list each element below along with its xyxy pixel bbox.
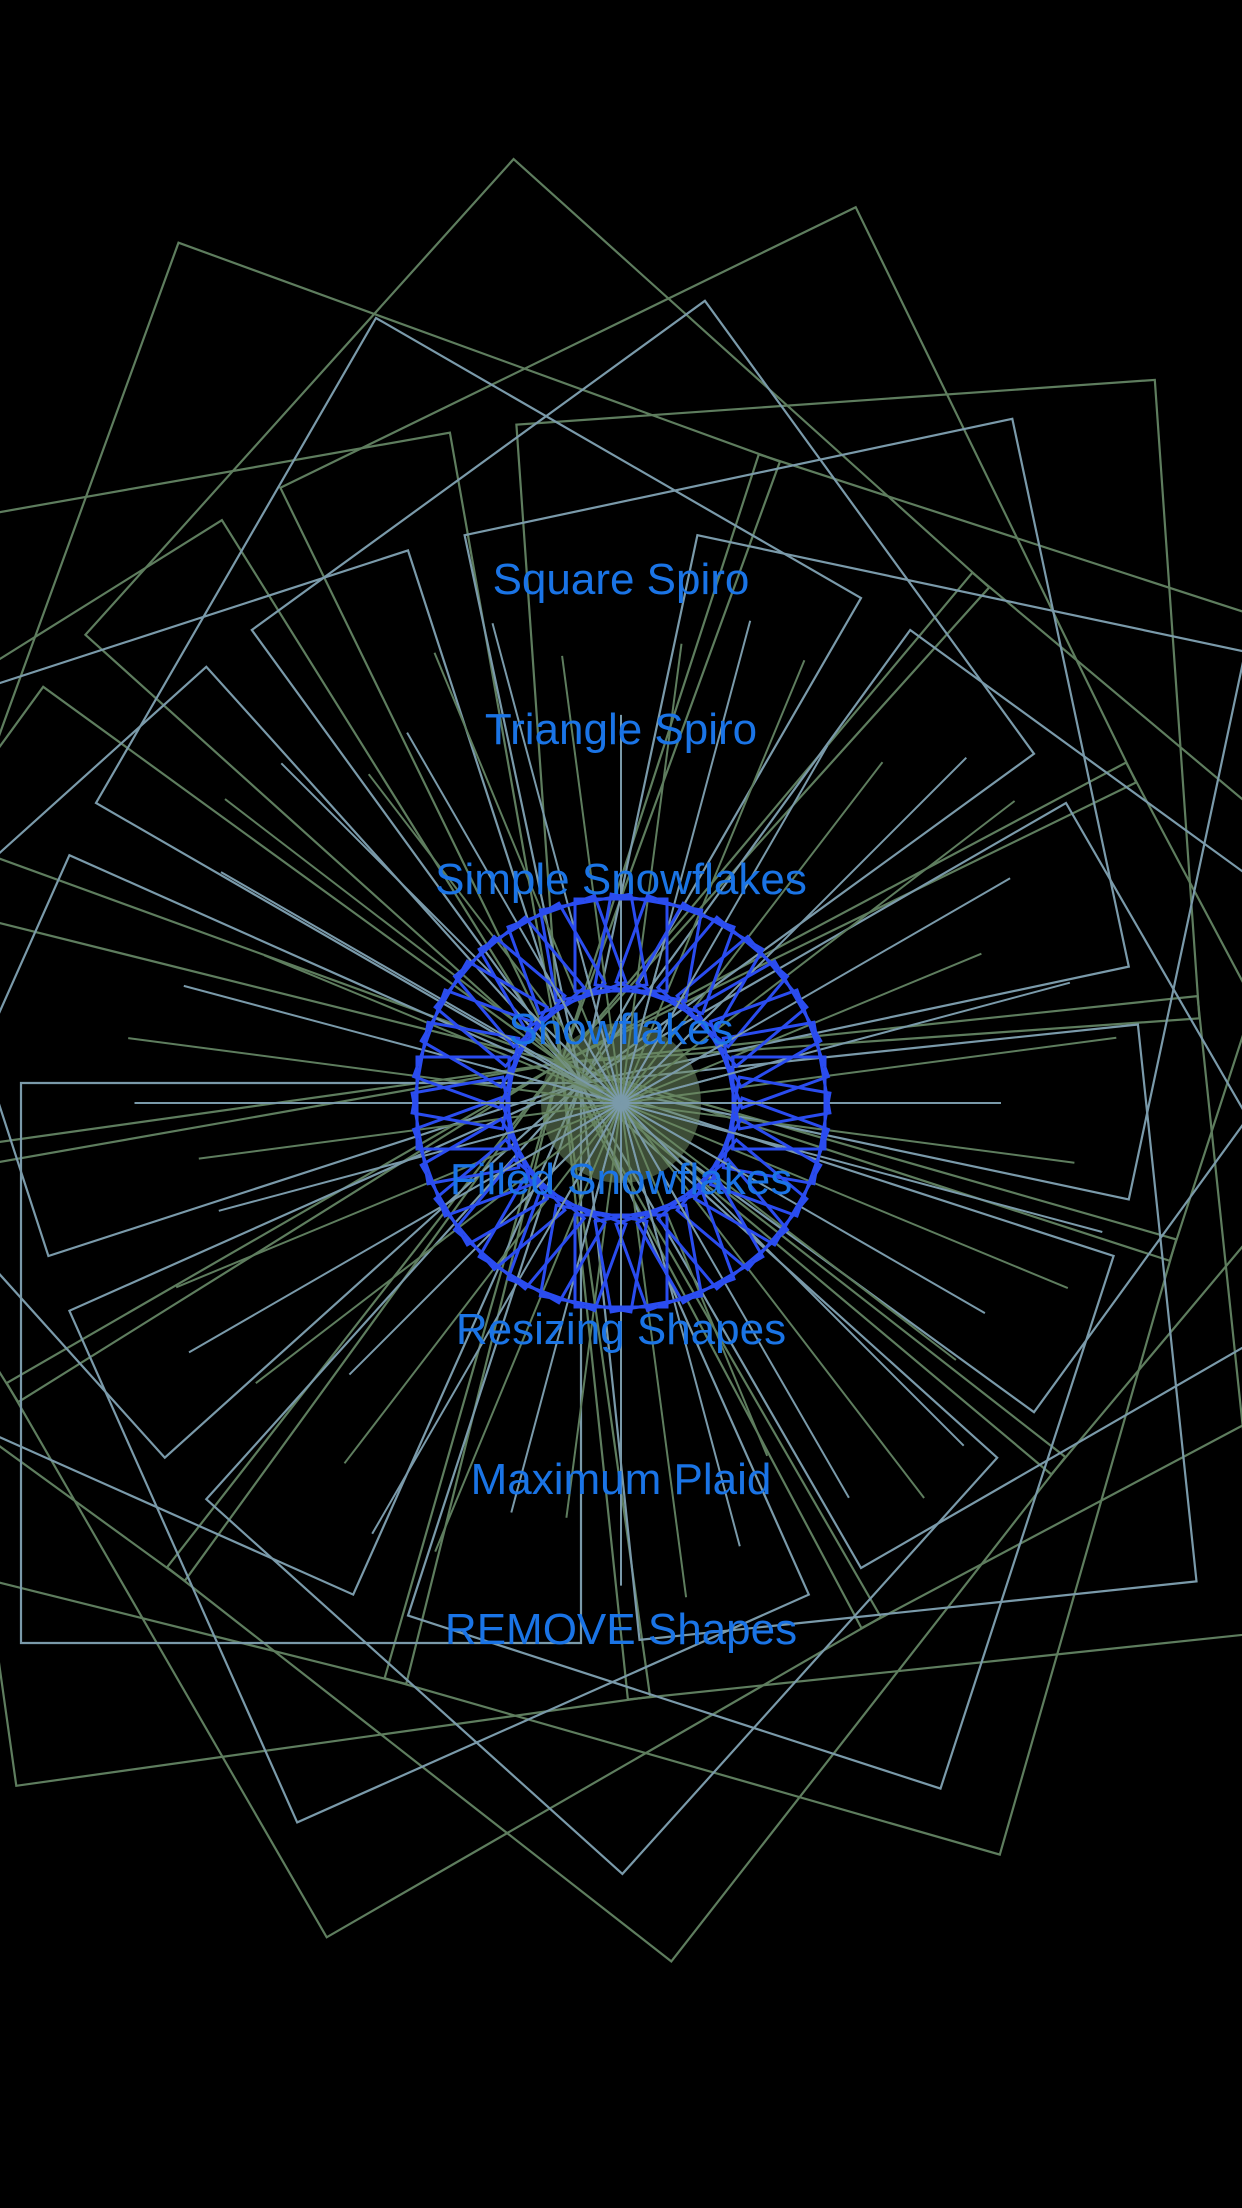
filled-snowflakes-button[interactable]: Filled Snowflakes	[371, 1135, 871, 1225]
simple-snowflakes-button[interactable]: Simple Snowflakes	[371, 835, 871, 925]
snowflakes-button[interactable]: Snowflakes	[371, 985, 871, 1075]
remove-shapes-button[interactable]: REMOVE Shapes	[371, 1585, 871, 1675]
triangle-spiro-button[interactable]: Triangle Spiro	[371, 685, 871, 775]
square-spiro-button[interactable]: Square Spiro	[371, 535, 871, 625]
resizing-shapes-button[interactable]: Resizing Shapes	[371, 1285, 871, 1375]
maximum-plaid-button[interactable]: Maximum Plaid	[371, 1435, 871, 1525]
